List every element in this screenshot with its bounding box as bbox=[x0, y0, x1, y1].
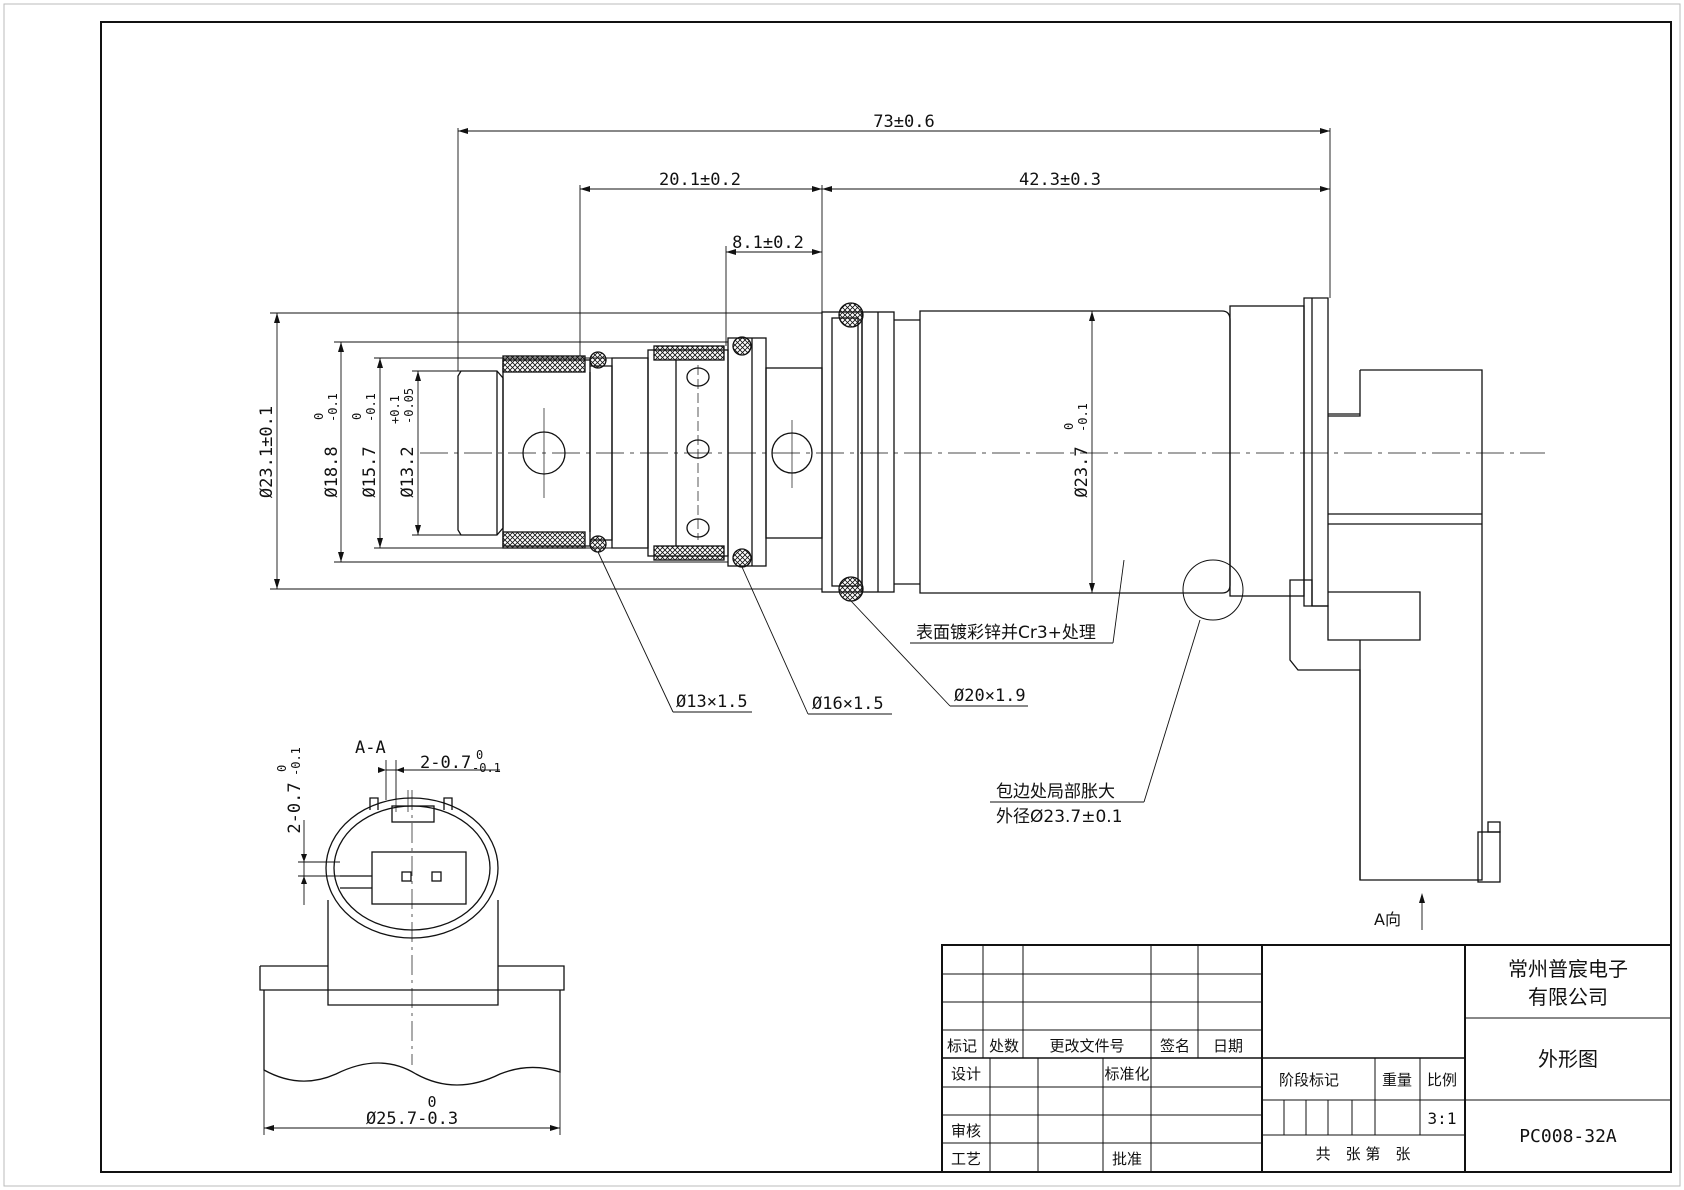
tb-scale-value: 3:1 bbox=[1428, 1109, 1457, 1128]
view-a-label: A向 bbox=[1374, 910, 1401, 929]
connector-latch bbox=[1477, 831, 1501, 883]
title-block-text: 标记 处数 更改文件号 签名 日期 设计 标准化 审核 工艺 批准 阶段标记 重… bbox=[947, 957, 1628, 1168]
tb-drawing-name: 外形图 bbox=[1538, 1047, 1598, 1071]
callout-crimp-note-1: 包边处局部胀大 bbox=[996, 782, 1115, 802]
filter-screen-bottom-2 bbox=[653, 545, 725, 561]
callout-oring-2: Ø16×1.5 bbox=[812, 694, 884, 714]
tb-approve: 批准 bbox=[1112, 1150, 1142, 1168]
section-dim-width: Ø25.7-0.3 bbox=[366, 1109, 458, 1129]
tb-stage-mark: 阶段标记 bbox=[1279, 1071, 1339, 1089]
svg-text:-0.1: -0.1 bbox=[472, 761, 501, 775]
svg-text:Ø13.2: Ø13.2 bbox=[398, 446, 418, 497]
dim-body-length: 42.3±0.3 bbox=[1019, 170, 1101, 190]
callout-oring-3: Ø20×1.9 bbox=[954, 686, 1026, 706]
callout-oring-1: Ø13×1.5 bbox=[676, 692, 748, 712]
tb-weight: 重量 bbox=[1382, 1071, 1412, 1089]
oring-2-top bbox=[732, 336, 752, 356]
svg-text:-0.05: -0.05 bbox=[402, 388, 416, 424]
svg-text:-0.1: -0.1 bbox=[364, 393, 378, 422]
oring-3-bottom bbox=[838, 576, 864, 602]
oring-1-bottom bbox=[589, 535, 607, 553]
tb-header-count: 处数 bbox=[989, 1037, 1019, 1055]
tb-header-sign: 签名 bbox=[1160, 1037, 1190, 1055]
svg-text:-0.1: -0.1 bbox=[289, 747, 303, 776]
filter-screen-top-1 bbox=[502, 355, 586, 373]
filter-screen-top-2 bbox=[653, 345, 725, 361]
dim-body-diameter: Ø23.7 0 -0.1 bbox=[1062, 403, 1092, 498]
pin-housing bbox=[371, 851, 467, 905]
crimp-detail-circle bbox=[1182, 559, 1244, 621]
svg-text:0: 0 bbox=[1062, 423, 1076, 430]
tb-header-mark: 标记 bbox=[947, 1037, 977, 1055]
tb-header-change-doc: 更改文件号 bbox=[1049, 1037, 1124, 1055]
title-block bbox=[941, 944, 1672, 1173]
dim-front-length: 20.1±0.2 bbox=[659, 170, 741, 190]
tb-company-line2: 有限公司 bbox=[1528, 985, 1608, 1009]
section-title: A-A bbox=[355, 738, 386, 758]
tb-process: 工艺 bbox=[951, 1150, 981, 1168]
oring-1-top bbox=[589, 351, 607, 369]
svg-text:+0.1: +0.1 bbox=[388, 395, 402, 424]
svg-text:-0.1: -0.1 bbox=[326, 393, 340, 422]
svg-text:Ø18.8: Ø18.8 bbox=[322, 446, 342, 497]
section-dim-pin-height: 2-0.7 0 -0.1 bbox=[275, 747, 305, 834]
leader-surface bbox=[1112, 559, 1125, 644]
dim-dia-18: Ø18.8 0 -0.1 bbox=[312, 393, 342, 498]
svg-text:0: 0 bbox=[350, 413, 364, 420]
tb-review: 审核 bbox=[951, 1122, 981, 1140]
dim-dia-15: Ø15.7 0 -0.1 bbox=[350, 393, 380, 498]
leader-oring-2 bbox=[741, 566, 809, 715]
oring-3-top bbox=[838, 302, 864, 328]
section-dimensions bbox=[263, 760, 561, 1135]
tb-company-line1: 常州普宸电子 bbox=[1508, 957, 1628, 981]
main-dimensions bbox=[270, 128, 1423, 930]
svg-text:Ø15.7: Ø15.7 bbox=[360, 446, 380, 497]
svg-text:2-0.7: 2-0.7 bbox=[285, 782, 305, 833]
drawing-frame bbox=[100, 21, 1672, 1173]
section-dim-pin-width: 2-0.7 0 -0.1 bbox=[420, 748, 501, 775]
dim-overall-length: 73±0.6 bbox=[873, 112, 934, 132]
tb-scale-label: 比例 bbox=[1427, 1071, 1457, 1089]
tb-drawing-number: PC008-32A bbox=[1519, 1126, 1617, 1147]
dim-groove-length: 8.1±0.2 bbox=[732, 233, 804, 253]
section-dim-width-tol: 0 bbox=[427, 1093, 436, 1111]
svg-text:-0.1: -0.1 bbox=[1076, 403, 1090, 432]
tb-standardize: 标准化 bbox=[1104, 1065, 1149, 1083]
oring-2-bottom bbox=[732, 548, 752, 568]
svg-text:Ø23.7: Ø23.7 bbox=[1072, 446, 1092, 497]
svg-text:0: 0 bbox=[476, 748, 483, 762]
callout-surface-note: 表面镀彩锌并Cr3+处理 bbox=[916, 623, 1096, 643]
dim-dia-13: Ø13.2 +0.1 -0.05 bbox=[388, 388, 418, 498]
outer-border bbox=[3, 3, 1681, 1187]
svg-text:0: 0 bbox=[275, 765, 289, 772]
filter-screen-bottom-1 bbox=[502, 531, 586, 549]
callout-crimp-note-2: 外径Ø23.7±0.1 bbox=[996, 807, 1123, 827]
leader-oring-1 bbox=[597, 551, 674, 713]
svg-text:2-0.7: 2-0.7 bbox=[420, 753, 471, 773]
section-view bbox=[259, 790, 565, 1086]
svg-text:0: 0 bbox=[312, 413, 326, 420]
main-view bbox=[420, 297, 1545, 883]
leader-crimp bbox=[1143, 619, 1201, 803]
connector bbox=[1289, 369, 1483, 881]
tb-design: 设计 bbox=[951, 1065, 981, 1083]
arrowheads bbox=[274, 128, 1425, 903]
tb-header-date: 日期 bbox=[1213, 1037, 1243, 1055]
section-arrowheads bbox=[264, 767, 560, 1131]
dim-flange-diameter: Ø23.1±0.1 bbox=[257, 406, 277, 498]
leader-oring-3 bbox=[850, 600, 951, 707]
tb-sheets: 共 张 第 张 bbox=[1316, 1145, 1411, 1163]
